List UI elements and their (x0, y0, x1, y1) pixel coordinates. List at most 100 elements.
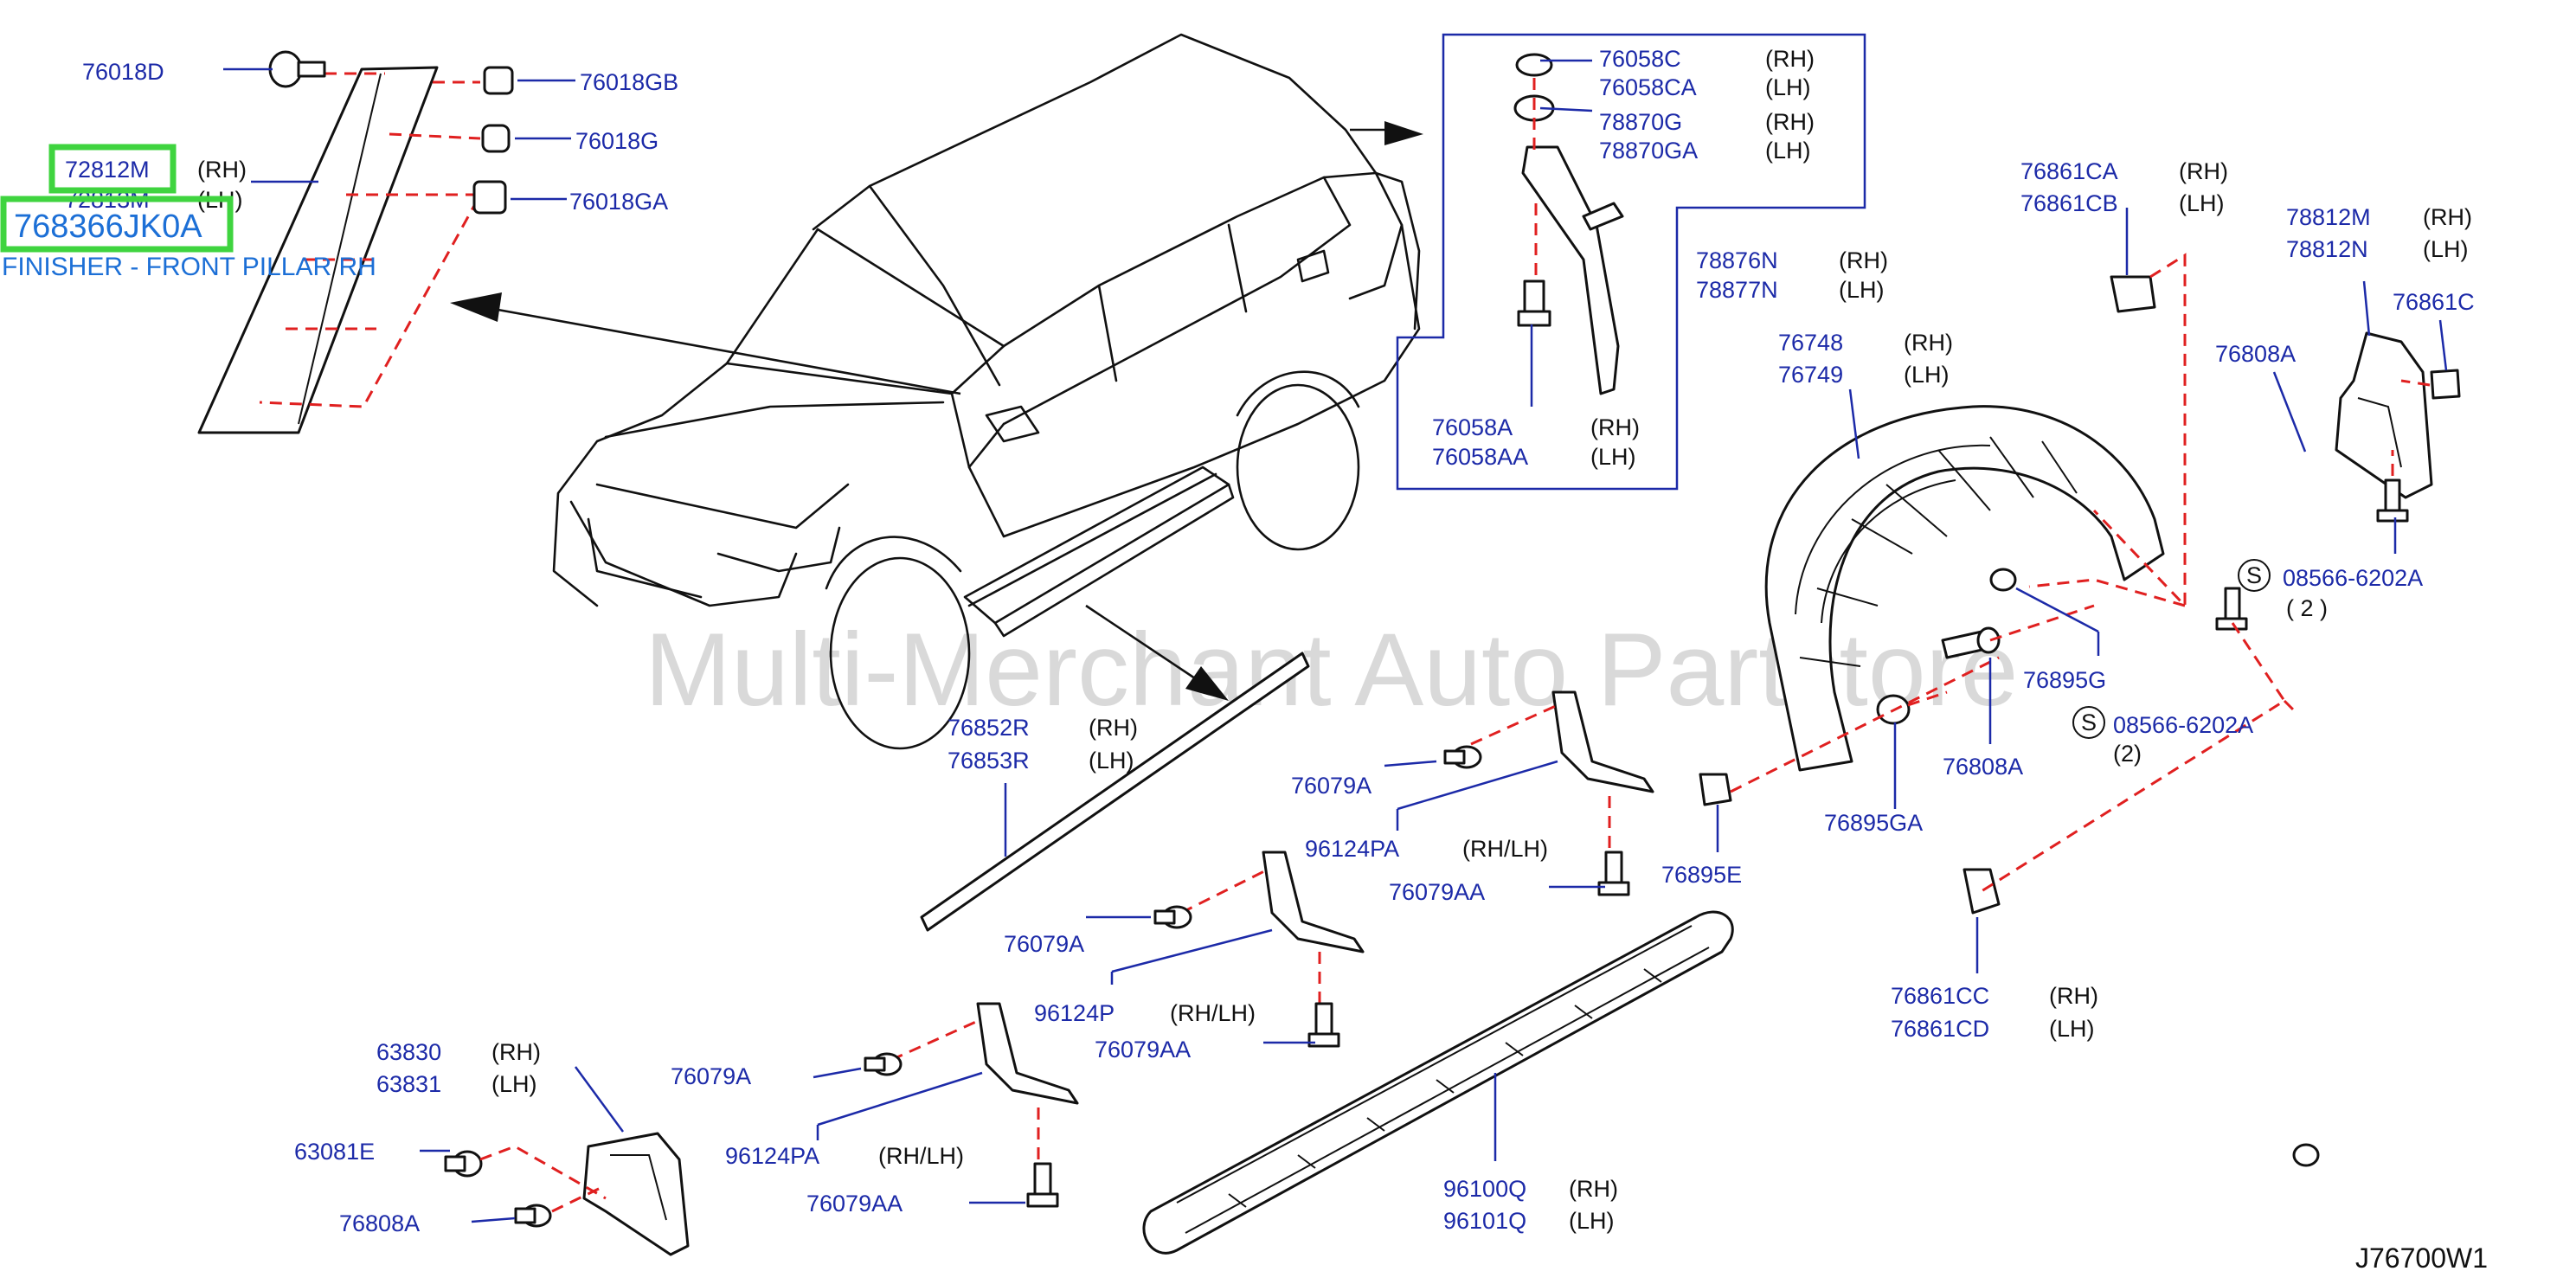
svg-text:63830: 63830 (376, 1039, 441, 1065)
svg-text:76079A: 76079A (671, 1063, 751, 1089)
svg-text:96124P: 96124P (1034, 1000, 1115, 1026)
callout-76018GA: 76018GA (569, 189, 668, 215)
svg-text:96101Q: 96101Q (1443, 1208, 1526, 1234)
svg-text:76853R: 76853R (948, 748, 1030, 774)
svg-text:(LH): (LH) (1765, 74, 1811, 100)
screw-symbol-1: S (2246, 562, 2262, 588)
svg-text:76748: 76748 (1778, 330, 1843, 356)
front-pillar-finisher (197, 50, 514, 434)
svg-text:(RH): (RH) (2179, 158, 2228, 184)
svg-text:76058AA: 76058AA (1432, 444, 1528, 470)
svg-text:76018GB: 76018GB (580, 69, 678, 95)
svg-text:76808A: 76808A (2215, 341, 2296, 367)
drawing-code: J76700W1 (2355, 1242, 2488, 1274)
svg-text:76079A: 76079A (1291, 773, 1372, 799)
callout-76861CA: 76861CA (RH) (2020, 158, 2228, 184)
fender-fasteners (1699, 253, 2461, 1167)
svg-text:(2): (2) (2113, 741, 2142, 767)
callout-76808A-upper: 76808A (2215, 341, 2296, 367)
callout-76748: 76748(RH) (1778, 330, 1953, 356)
callout-96124PA-2: 96124PA(RH/LH) (725, 1143, 964, 1169)
svg-text:(LH): (LH) (491, 1071, 537, 1097)
callout-76058C: 76058C (RH) (1599, 46, 1815, 72)
callout-76018D: 76018D (82, 59, 164, 85)
svg-text:76058C: 76058C (1599, 46, 1681, 72)
callout-78876N: 78876N(RH) (1696, 247, 1888, 273)
highlight-box-callout (48, 144, 177, 194)
callout-78812M: 78812M(RH) (2286, 204, 2472, 230)
callout-76808A-lower: 76808A (339, 1210, 420, 1236)
svg-text:76018D: 76018D (82, 59, 164, 85)
svg-text:76079AA: 76079AA (1095, 1037, 1191, 1063)
svg-text:76749: 76749 (1778, 362, 1843, 388)
callout-76058CA: 76058CA(LH) (1599, 74, 1811, 100)
svg-text:76852R: 76852R (948, 715, 1030, 741)
svg-text:76861CA: 76861CA (2020, 158, 2118, 184)
svg-text:96100Q: 96100Q (1443, 1176, 1526, 1202)
svg-text:76895E: 76895E (1661, 862, 1742, 888)
callout-labels[interactable]: 76018D 76018GB 76018G 76018GA 72812M (RH)… (65, 46, 2475, 1236)
svg-text:(RH/LH): (RH/LH) (1462, 836, 1548, 862)
svg-text:76808A: 76808A (339, 1210, 420, 1236)
callout-96124PA-1: 96124PA (RH/LH) (1305, 836, 1548, 862)
svg-text:78877N: 78877N (1696, 277, 1778, 303)
clip-76018GA (472, 180, 507, 215)
callout-76018G: 76018G (575, 128, 658, 154)
front-mud-guard (582, 1132, 690, 1256)
callout-76852R: 76852R (RH) (948, 715, 1138, 741)
svg-text:( 2 ): ( 2 ) (2286, 595, 2328, 621)
side-moulding (920, 652, 1310, 932)
svg-text:(LH): (LH) (1569, 1208, 1615, 1234)
svg-text:(LH): (LH) (1590, 444, 1636, 470)
clip-76018D (268, 50, 326, 88)
callout-78812N: 78812N(LH) (2286, 236, 2469, 262)
svg-text:(RH): (RH) (1765, 46, 1815, 72)
svg-text:78876N: 78876N (1696, 247, 1778, 273)
svg-text:(RH): (RH) (1569, 1176, 1618, 1202)
callout-76079AA-3: 76079AA (806, 1191, 903, 1217)
callout-96100Q: 96100Q (RH) (1443, 1176, 1618, 1202)
svg-text:08566-6202A: 08566-6202A (2283, 565, 2423, 591)
highlight-part-number: 768366JK0A (14, 209, 202, 245)
svg-text:76861C: 76861C (2393, 289, 2475, 315)
callout-76861CD: 76861CD(LH) (1891, 1016, 2095, 1042)
callout-76861CB: 76861CB(LH) (2020, 190, 2225, 216)
callout-76895E: 76895E (1661, 862, 1742, 888)
callout-78877N: 78877N(LH) (1696, 277, 1885, 303)
svg-text:76058A: 76058A (1432, 414, 1513, 440)
svg-text:76018G: 76018G (575, 128, 658, 154)
bolt-76058A (1517, 279, 1551, 327)
pointer-arrows (450, 121, 1423, 701)
svg-text:63081E: 63081E (294, 1139, 375, 1165)
svg-text:(LH): (LH) (2179, 190, 2225, 216)
callout-63830: 63830 (RH) (376, 1039, 541, 1065)
svg-text:76079AA: 76079AA (806, 1191, 903, 1217)
callout-76058AA: 76058AA (LH) (1432, 444, 1636, 470)
svg-text:08566-6202A: 08566-6202A (2113, 712, 2253, 738)
vehicle-outline (552, 33, 1421, 750)
svg-text:76018GA: 76018GA (569, 189, 668, 215)
callout-63831: 63831(LH) (376, 1071, 537, 1097)
callout-78870GA: 78870GA(LH) (1599, 138, 1811, 164)
callout-76079A-1: 76079A (1291, 773, 1372, 799)
svg-text:(RH): (RH) (491, 1039, 541, 1065)
highlight-box-part-number (0, 196, 234, 253)
selected-part-highlight[interactable]: 768366JK0A FINISHER - FRONT PILLAR RH (0, 144, 376, 281)
svg-text:76808A: 76808A (1943, 754, 2023, 780)
svg-text:(RH): (RH) (1089, 715, 1138, 741)
callout-08566-6202A-lower: 08566-6202A (2) (2113, 712, 2253, 767)
svg-text:(LH): (LH) (1765, 138, 1811, 164)
callout-96124P: 96124P (RH/LH) (1034, 1000, 1256, 1026)
svg-text:78870G: 78870G (1599, 109, 1682, 135)
callout-76079A-2: 76079A (1004, 931, 1084, 957)
svg-text:(RH/LH): (RH/LH) (1170, 1000, 1256, 1026)
svg-text:76861CD: 76861CD (1891, 1016, 1989, 1042)
svg-text:(LH): (LH) (1089, 748, 1134, 774)
svg-text:(LH): (LH) (1904, 362, 1950, 388)
svg-text:96124PA: 96124PA (1305, 836, 1399, 862)
svg-text:(RH): (RH) (197, 157, 247, 183)
svg-text:(RH): (RH) (2049, 983, 2098, 1009)
svg-text:76895GA: 76895GA (1824, 810, 1923, 836)
svg-text:72812M: 72812M (65, 157, 150, 183)
callout-76079A-3: 76079A (671, 1063, 751, 1089)
